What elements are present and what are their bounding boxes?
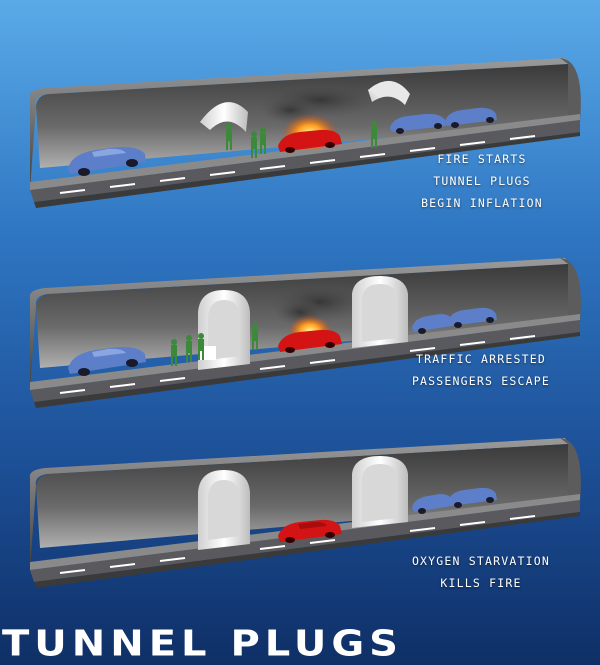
car-icon xyxy=(68,146,146,176)
car-icon xyxy=(278,129,342,153)
road xyxy=(30,120,580,202)
panel-traffic-arrested: TRAFFIC ARRESTED PASSENGERS ESCAPE xyxy=(0,250,600,450)
person-icon xyxy=(260,127,266,154)
tunnel-illustration-2 xyxy=(29,258,581,408)
caption-line: TRAFFIC ARRESTED xyxy=(416,352,546,366)
page-title: TUNNEL PLUGS xyxy=(2,623,403,665)
person-icon xyxy=(251,131,257,158)
caption-panel-3: OXYGEN STARVATION KILLS FIRE xyxy=(396,550,566,594)
car-icon xyxy=(412,314,452,334)
car-icon xyxy=(68,346,146,376)
car-icon xyxy=(448,307,497,328)
car-icon xyxy=(278,329,342,353)
person-icon xyxy=(371,121,377,148)
road xyxy=(30,320,580,402)
lane-markings xyxy=(59,515,536,574)
panel-fire-starts: FIRE STARTS TUNNEL PLUGS BEGIN INFLATION xyxy=(0,50,600,250)
caption-line: OXYGEN STARVATION xyxy=(411,554,551,568)
caption-panel-2: TRAFFIC ARRESTED PASSENGERS ESCAPE xyxy=(396,348,566,392)
tunnel-plug-icon xyxy=(200,102,248,132)
caption-line: PASSENGERS ESCAPE xyxy=(411,374,551,388)
caption-line: BEGIN INFLATION xyxy=(421,196,543,210)
car-icon xyxy=(412,494,452,514)
lane-markings xyxy=(59,135,536,194)
tunnel-interior xyxy=(36,444,568,548)
tunnel-illustration-1 xyxy=(29,58,581,208)
car-icon xyxy=(448,487,497,508)
caption-line: FIRE STARTS xyxy=(437,152,527,166)
person-icon xyxy=(252,323,258,350)
person-icon xyxy=(198,333,204,360)
person-icon xyxy=(171,339,177,366)
caption-line: KILLS FIRE xyxy=(440,576,522,590)
person-icon xyxy=(186,335,192,362)
lane-markings xyxy=(59,335,536,394)
panel-oxygen-starvation: OXYGEN STARVATION KILLS FIRE xyxy=(0,430,600,630)
caption-panel-1: FIRE STARTS TUNNEL PLUGS BEGIN INFLATION xyxy=(420,148,544,214)
person-icon xyxy=(226,123,232,150)
caption-line: TUNNEL PLUGS xyxy=(433,174,531,188)
car-icon xyxy=(278,519,342,543)
tunnel-plug-icon xyxy=(368,80,410,105)
car-icon xyxy=(390,113,446,134)
road xyxy=(30,500,580,582)
tunnel-illustration-3 xyxy=(29,438,581,588)
car-icon xyxy=(445,107,497,128)
